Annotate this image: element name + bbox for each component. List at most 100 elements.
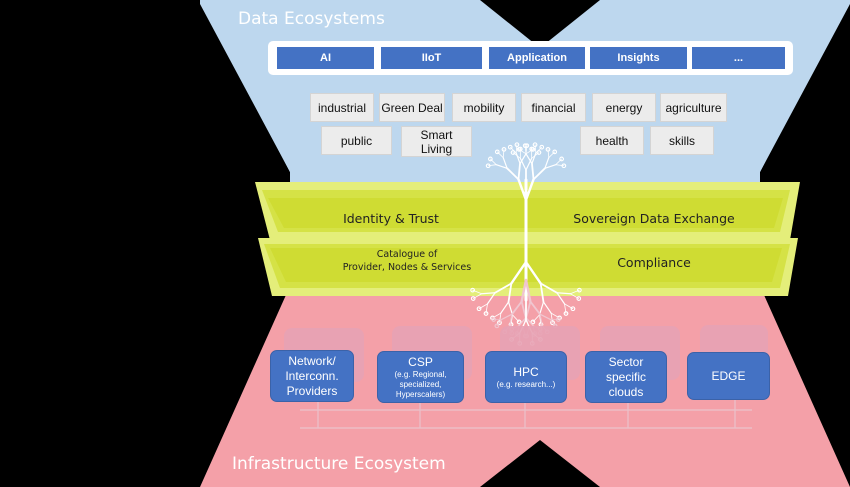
tree-node — [497, 320, 502, 325]
tree-branch — [515, 152, 521, 165]
tree-branch — [525, 300, 532, 318]
tree-branch — [539, 313, 551, 320]
tree-node — [485, 163, 491, 169]
tree-node — [514, 142, 520, 147]
tree-branch — [509, 313, 513, 326]
tree-node — [550, 320, 555, 325]
sector-financial: financial — [521, 93, 586, 122]
tree-branch — [494, 282, 513, 294]
tree-node — [501, 147, 507, 152]
tree-branch — [556, 292, 571, 295]
provider-hpc-label: HPC — [513, 364, 539, 379]
provider-network-label: Network/ Interconn. Providers — [285, 353, 339, 398]
tree-branch — [517, 162, 521, 181]
tree-branch — [532, 167, 546, 181]
tree-node — [563, 311, 569, 316]
tree-branch — [507, 301, 514, 316]
provider-sector-specific: Sector specific clouds — [585, 351, 667, 403]
tree-branch — [489, 158, 497, 166]
sector-smart-living: Smart Living — [401, 126, 472, 157]
tree-branch — [495, 164, 508, 169]
tree-branch — [531, 152, 537, 165]
tree-branch — [548, 151, 556, 158]
provider-csp-sublabel: (e.g. Regional, specialized, Hyperscaler… — [394, 369, 447, 399]
sector-public: public — [321, 126, 392, 155]
tree-branch — [524, 178, 535, 202]
tree-node — [494, 149, 500, 155]
tree-node — [576, 296, 582, 301]
tree-node — [530, 319, 536, 325]
tree-branch — [517, 178, 528, 202]
tree-branch — [538, 301, 545, 316]
category-iiot: IIoT — [381, 47, 482, 69]
tree-node — [529, 146, 534, 152]
tree-branch — [510, 260, 528, 285]
tree-branch — [519, 157, 527, 171]
provider-network: Network/ Interconn. Providers — [270, 350, 354, 402]
tree-branch — [539, 313, 543, 326]
tree-node — [507, 144, 513, 150]
tree-branch — [549, 318, 556, 327]
tree-branch — [481, 292, 496, 295]
top-notch — [480, 0, 600, 48]
tree-branch — [544, 156, 550, 169]
tree-node — [532, 142, 538, 147]
tree-node — [577, 287, 582, 293]
compliance-label: Compliance — [617, 254, 691, 270]
tree-node — [561, 163, 567, 169]
tree-node — [536, 150, 542, 155]
tree-node — [470, 287, 475, 293]
tree-branch — [507, 282, 513, 303]
tree-branch — [531, 162, 535, 181]
tree-node — [516, 319, 522, 325]
tree-branch — [520, 278, 528, 303]
tree-branch — [529, 300, 541, 316]
tree-node — [559, 156, 564, 162]
sector-industrial: industrial — [310, 93, 374, 122]
tree-node — [522, 143, 528, 148]
tree-node — [518, 146, 523, 152]
identity-trust-label: Identity & Trust — [343, 210, 439, 226]
provider-edge-label: EDGE — [711, 368, 746, 383]
tree-node — [483, 311, 489, 316]
provider-hpc: HPC (e.g. research...) — [485, 351, 567, 403]
tree-node — [494, 323, 500, 329]
tree-node — [491, 317, 496, 322]
sector-agriculture: agriculture — [660, 93, 727, 122]
provider-hpc-sublabel: (e.g. research...) — [496, 379, 556, 389]
tree-node — [556, 317, 561, 322]
category-bar: AI IIoT Application Insights ... — [268, 41, 793, 75]
category-application: Application — [489, 47, 585, 69]
tree-branch — [486, 292, 496, 305]
tree-node — [488, 156, 493, 162]
sector-skills: skills — [650, 126, 714, 155]
tree-node — [570, 306, 576, 312]
data-ecosystems-title: Data Ecosystems — [238, 9, 385, 29]
provider-edge: EDGE — [687, 352, 770, 400]
tree-branch — [539, 282, 558, 294]
catalogue-label: Catalogue of Provider, Nodes & Services — [342, 249, 472, 273]
tree-branch — [501, 313, 513, 320]
tree-branch — [544, 164, 557, 169]
tree-branch — [555, 158, 563, 166]
infrastructure-ecosystem-title: Infrastructure Ecosystem — [232, 454, 446, 474]
tree-branch — [496, 318, 503, 327]
tree-node — [545, 147, 551, 152]
tree-branch — [542, 301, 552, 314]
tree-branch — [500, 301, 510, 314]
tree-branch — [539, 282, 545, 303]
tree-branch — [524, 260, 542, 285]
tree-node — [470, 296, 476, 301]
tree-branch — [525, 153, 533, 165]
tree-branch — [524, 278, 532, 303]
provider-sector-specific-label: Sector specific clouds — [605, 354, 646, 399]
tree-branch — [502, 156, 508, 169]
sector-green-deal: Green Deal — [379, 93, 445, 122]
sector-health: health — [580, 126, 644, 155]
tree-branch — [525, 157, 533, 171]
category-more: ... — [692, 47, 785, 69]
tree-node — [510, 150, 516, 155]
tree-branch — [506, 167, 520, 181]
sovereign-data-exchange-label: Sovereign Data Exchange — [573, 210, 735, 226]
